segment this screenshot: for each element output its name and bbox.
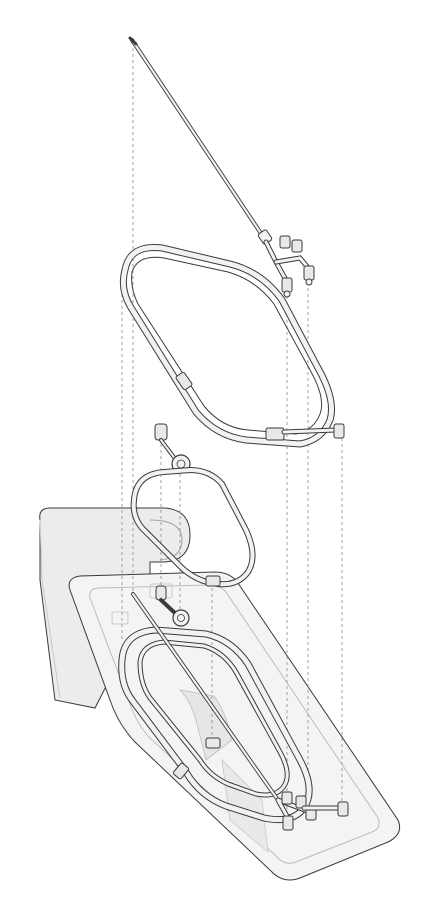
assembled-contents	[118, 585, 349, 831]
packaging-tray	[68, 571, 401, 881]
large-tube-loop	[119, 243, 345, 448]
needle-with-y-connector	[128, 36, 315, 298]
small-tube-loop-with-filter	[130, 423, 256, 588]
